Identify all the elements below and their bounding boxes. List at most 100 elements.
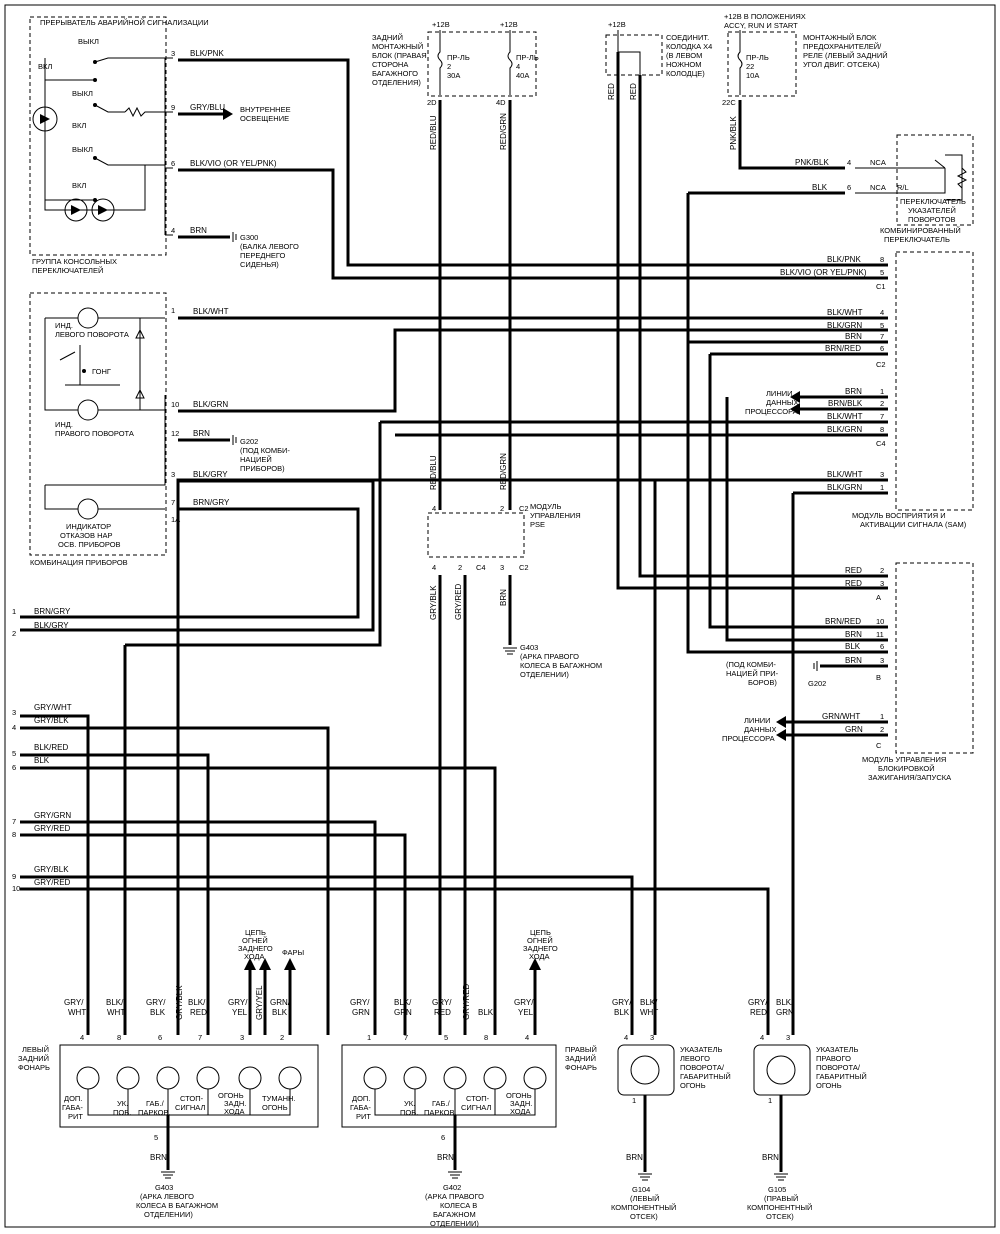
pse-conn-c2: C2 [519,504,529,513]
wire-label: GRY/BLK [34,865,69,874]
wire-gry-blk-2 [20,875,634,1035]
wire-label: BLK/ [640,998,658,1007]
wire-label: BLK [150,1008,166,1017]
wire-label: BLK/VIO (OR YEL/PNK) [780,268,867,277]
ground-icon [232,435,237,445]
switch-contact [93,156,97,160]
rear-block-2: МОНТАЖНЫЙ [372,42,423,51]
gab-1: ГАБ./ [146,1099,165,1108]
pse-pin-2: 2 [500,504,504,513]
pin-5: 5 [154,1133,158,1142]
wire-gry-grn [20,820,377,1035]
wire-left-marker [176,478,657,1035]
pin-3c: 3 [171,470,175,479]
wire-label: BLK/ [188,998,206,1007]
x4-l5: КОЛОДЦЕ) [666,69,705,78]
g202-desc-1: (ПОД КОМБИ- [240,446,290,455]
g104: G104 [632,1185,650,1194]
g202b-l1: (ПОД КОМБИ- [726,660,776,669]
front-top-2: ACCY, RUN И START [724,21,798,30]
x4-l3: (В ЛЕВОМ [666,51,702,60]
left-edge-pin-2: 2 [12,629,16,638]
wire-label: RED [607,83,616,100]
g403-l2: КОЛЕСА В БАГАЖНОМ [520,661,602,670]
turn-switch-l5: ПЕРЕКЛЮЧАТЕЛЬ [884,235,950,244]
g202b-l2: НАЦИЕЙ ПРИ- [726,669,779,678]
rrev-3: ХОДА [510,1107,531,1116]
wire-label: BLK/GRY [34,621,69,630]
ground-icon [161,1171,175,1179]
arrow-icon [776,716,786,728]
ground-icon [774,1173,788,1181]
wire-label: BLK/PNK [827,255,861,264]
pin-4: 4 [171,226,175,235]
off-label-2: ВЫКЛ [72,89,93,98]
lamp-pin: 3 [786,1033,790,1042]
g403-left: G403 [155,1183,173,1192]
ignition-module-box [895,562,974,754]
arrow-up-icon [259,958,271,970]
pin-6: 6 [847,183,851,192]
left-lamp-3: ФОНАРЬ [18,1063,50,1072]
wire-label: RED/GRN [499,453,508,490]
wire-label: RED [434,1008,451,1017]
edge-pin-9: 9 [12,872,16,881]
wire-label: BLK/WHT [827,308,863,317]
v12-label: +12В [432,20,450,29]
front-fuse-block-box [727,31,797,97]
conn-c1: C1 [876,282,886,291]
conn-a: A [876,593,881,602]
wire-label: BLK/WHT [193,307,229,316]
edge-pin-4: 4 [12,723,16,732]
gab-2: ПАРКОВ. [138,1108,171,1117]
wire-label: GRY/BLK [429,585,438,620]
page-frame [4,4,996,1228]
wire-label: BLK/ [394,998,412,1007]
wire-label: GRY/RED [462,983,471,1020]
right-marker-bulb-icon [766,1055,796,1085]
arrow-icon [790,391,800,403]
lm-1: УКАЗАТЕЛЬ [680,1045,723,1054]
lamp-pin: 8 [484,1033,488,1042]
pin: 5 [880,268,884,277]
right-ind-2: ПРАВОГО ПОВОРОТА [55,429,134,438]
conn-c: C [876,741,882,750]
pin: 4 [880,308,884,317]
wire-label: BRN [190,226,207,235]
wire-blk-ign [686,193,888,654]
wire-label: GRY/ [146,998,166,1007]
pin: 7 [880,412,884,421]
fog-2: ОГОНЬ [262,1103,288,1112]
rm-4: ГАБАРИТНЫЙ [816,1072,867,1081]
data-lines-b2: ДАННЫХ [744,725,777,734]
lamp-pin: 4 [760,1033,764,1042]
rm-1: УКАЗАТЕЛЬ [816,1045,859,1054]
turn-switch-l4: КОМБИНИРОВАННЫЙ [880,226,961,235]
pin: 8 [880,255,884,264]
pin-9: 9 [171,103,175,112]
ground-icon [503,647,517,655]
console-pins [165,57,173,236]
conn-c4: C4 [876,439,886,448]
rear-fuse-block-box [427,31,537,97]
pin: 3 [880,656,884,665]
dop-2: ГАБА- [62,1103,83,1112]
fuse-2-b: 4 [516,62,520,71]
pin: 10 [876,617,884,626]
wire-label: GRN [352,1008,370,1017]
g402-2: КОЛЕСА В [440,1201,477,1210]
front-fuse-b: 22 [746,62,754,71]
arrow-up-icon [529,958,541,970]
wire-label: BRN [193,429,210,438]
ground-icon [813,661,818,671]
wire-label: WHT [107,1008,125,1017]
rrev-1: ОГОНЬ [506,1091,532,1100]
x4-internal [617,30,641,75]
fuse-2-a: ПР-ЛЬ [516,53,539,62]
wire-label: BLK [272,1008,288,1017]
pse-pin-4b: 4 [432,563,436,572]
pin: 2 [880,566,884,575]
wire-blk-pnk [178,58,888,267]
wire-label: BLK [812,183,828,192]
wire-brn-red-ign [708,354,888,629]
